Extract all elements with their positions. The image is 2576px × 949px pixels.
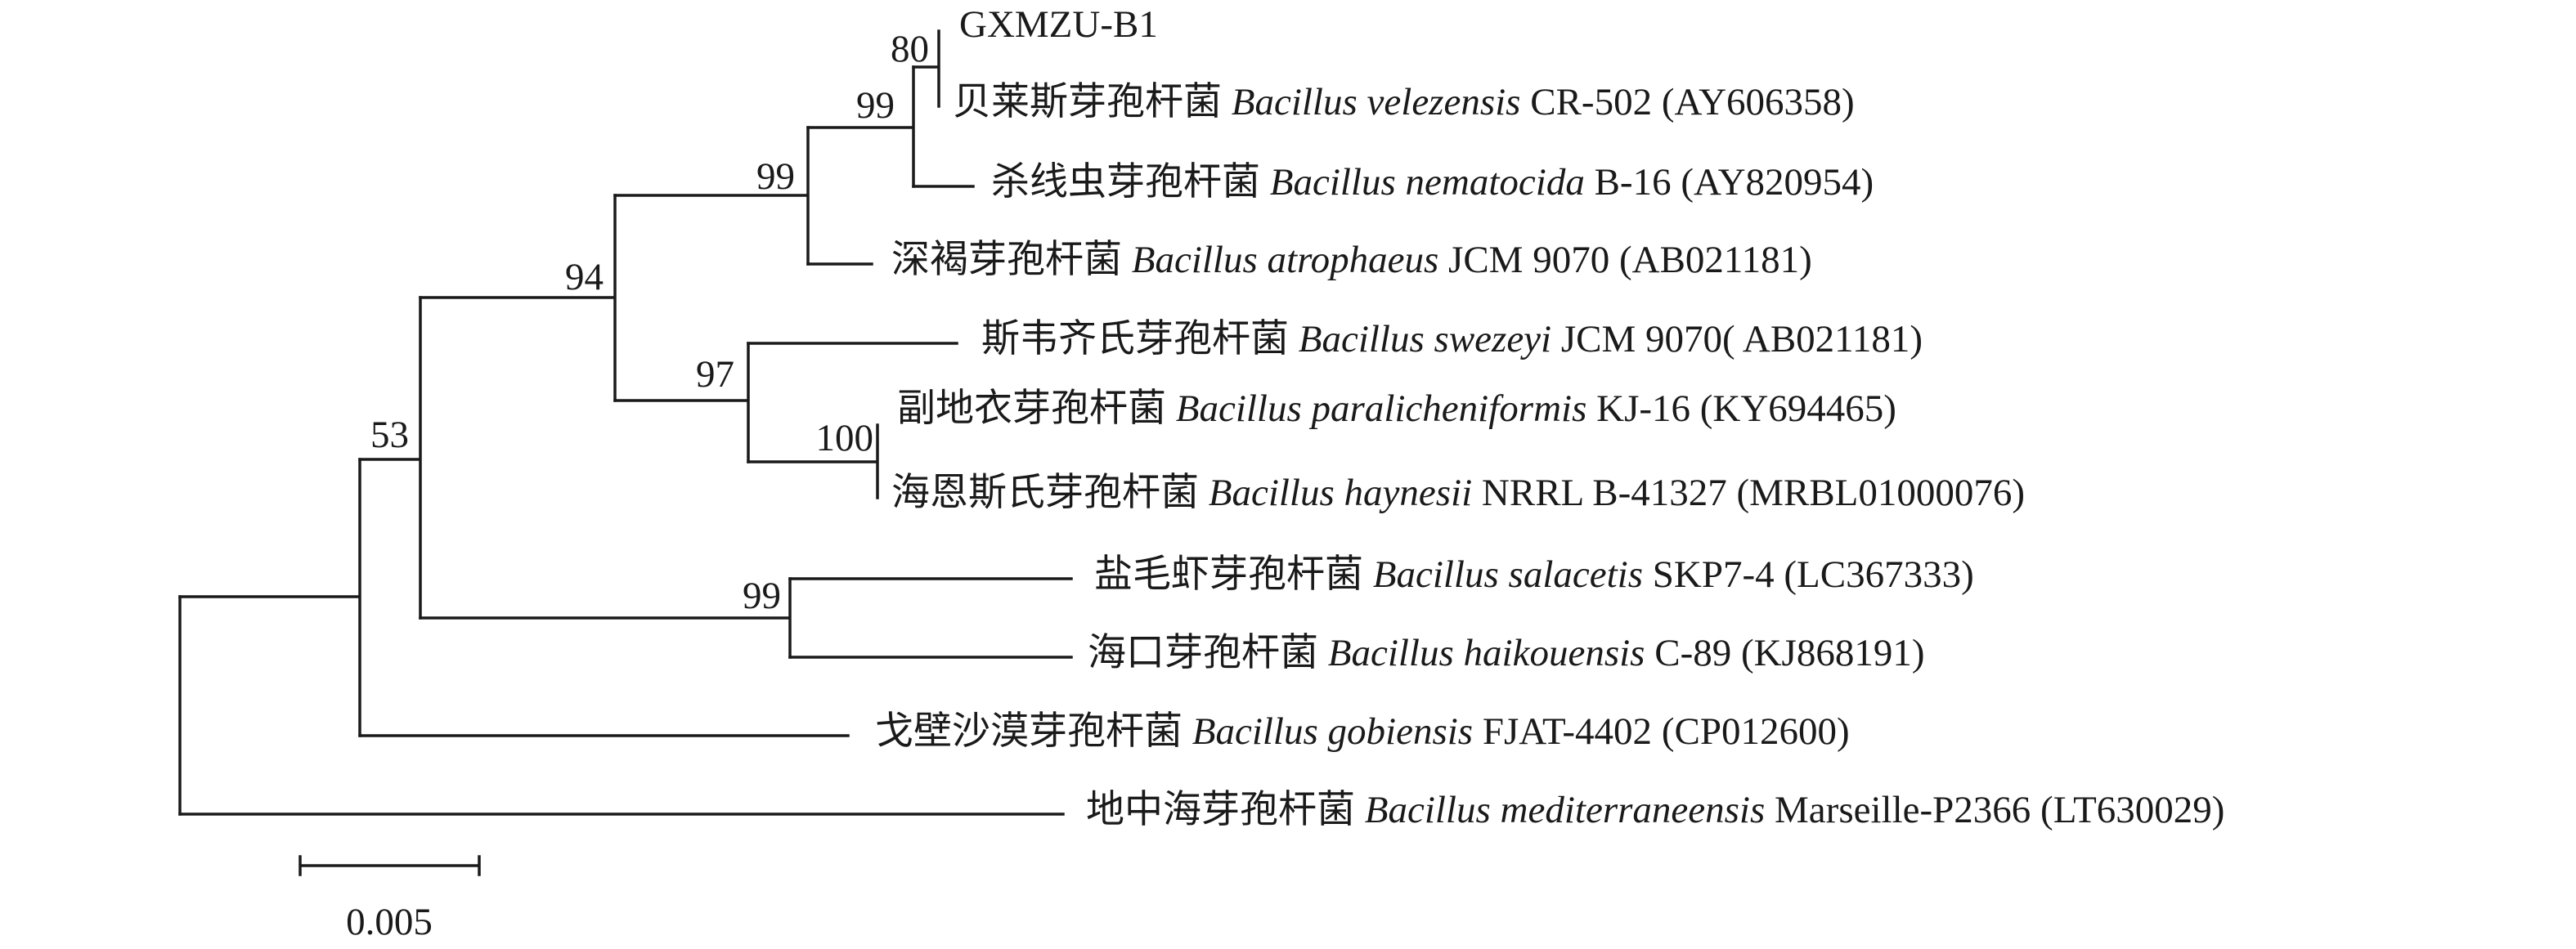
branch-node53-top (358, 296, 422, 620)
bootstrap-99-inner: 99 (856, 84, 895, 127)
scale-bar: 0.005 (298, 855, 481, 943)
bootstrap-values: 80 99 99 94 97 100 53 99 (370, 28, 929, 617)
leaf-label-paralicheniformis: 副地衣芽孢杆菌 Bacillus paralicheniformis KJ-16… (897, 387, 1896, 430)
branch-ingroup (178, 458, 361, 737)
bootstrap-99-upper: 99 (756, 155, 795, 198)
leaf-label-gobiensis: 戈壁沙漠芽孢杆菌 Bacillus gobiensis FJAT-4402 (C… (875, 710, 1850, 753)
leaf-label-haikouensis: 海口芽孢杆菌 Bacillus haikouensis C-89 (KJ8681… (1088, 632, 1925, 674)
branch-upper99 (613, 126, 810, 266)
bootstrap-80: 80 (891, 28, 929, 70)
leaf-labels: GXMZU-B1 贝莱斯芽孢杆菌 Bacillus velezensis CR-… (875, 3, 2224, 831)
leaf-label-atrophaeus: 深褐芽孢杆菌 Bacillus atrophaeus JCM 9070 (AB0… (891, 239, 1812, 281)
scale-bar-line (298, 855, 481, 876)
bootstrap-100: 100 (816, 417, 874, 459)
scale-bar-label: 0.005 (346, 901, 433, 943)
bootstrap-97: 97 (696, 353, 734, 396)
bootstrap-99-salacetis: 99 (743, 575, 781, 617)
leaf-label-velezensis: 贝莱斯芽孢杆菌 Bacillus velezensis CR-502 (AY60… (953, 81, 1855, 123)
leaf-label-salacetis: 盐毛虾芽孢杆菌 Bacillus salacetis SKP7-4 (LC367… (1094, 553, 1974, 596)
branch-salacetis-haikou (419, 577, 792, 659)
bootstrap-94: 94 (565, 256, 604, 298)
branch-node100 (747, 423, 879, 499)
branch-node97 (613, 342, 750, 463)
leaf-label-swezeyi: 斯韦齐氏芽孢杆菌 Bacillus swezeyi JCM 9070( AB02… (981, 318, 1923, 360)
branch-node80 (912, 29, 940, 108)
branch-node94 (419, 194, 617, 402)
tree-branches (178, 29, 1073, 816)
leaf-label-gxmzu: GXMZU-B1 (959, 3, 1158, 46)
leaf-label-haynesii: 海恩斯氏芽孢杆菌 Bacillus haynesii NRRL B-41327 … (891, 472, 2025, 514)
leaf-label-nematocida: 杀线虫芽孢杆菌 Bacillus nematocida B-16 (AY8209… (991, 161, 1874, 204)
leaf-label-mediterraneensis: 地中海芽孢杆菌 Bacillus mediterraneensis Marsei… (1086, 789, 2224, 831)
bootstrap-53: 53 (370, 414, 409, 456)
branch-inner99 (806, 65, 915, 188)
